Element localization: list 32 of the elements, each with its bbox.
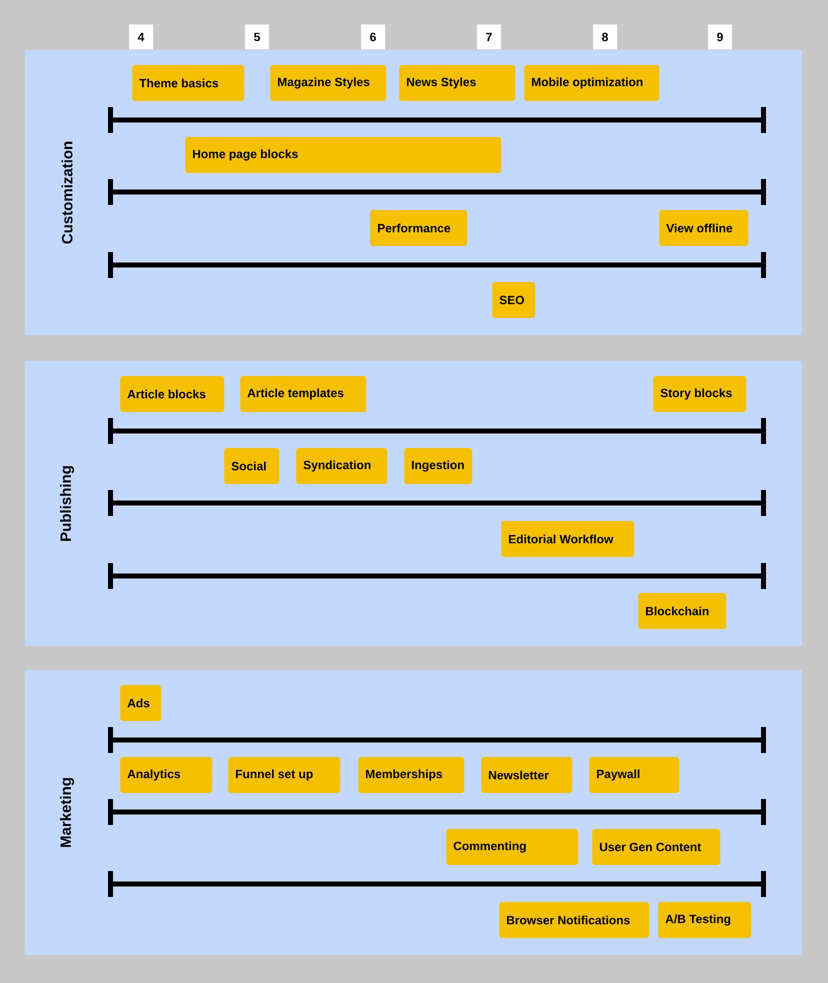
task-box: Editorial Workflow [501, 521, 634, 557]
task-box: Theme basics [132, 65, 244, 101]
column-header: 6 [361, 24, 385, 50]
column-header: 7 [477, 24, 501, 50]
task-box: Performance [370, 210, 468, 246]
task-box: User Gen Content [592, 829, 720, 865]
task-box: Ads [120, 685, 162, 721]
task-box: Article templates [240, 376, 366, 412]
task-box: Home page blocks [185, 137, 502, 173]
task-box: Story blocks [653, 376, 746, 412]
task-box: Commenting [446, 829, 578, 865]
task-box: News Styles [399, 65, 516, 101]
task-box: Newsletter [481, 757, 572, 793]
task-box: SEO [492, 282, 536, 318]
task-box: Article blocks [120, 376, 224, 412]
column-header: 8 [593, 24, 617, 50]
task-box: View offline [659, 210, 748, 246]
task-box: Funnel set up [228, 757, 340, 793]
task-box: Memberships [358, 757, 464, 793]
task-box: Blockchain [638, 593, 726, 629]
column-header: 4 [129, 24, 153, 50]
task-box: Magazine Styles [270, 65, 386, 101]
column-header: 5 [245, 24, 269, 50]
task-box: Paywall [589, 757, 680, 793]
task-box: Syndication [296, 448, 388, 484]
task-box: Analytics [120, 757, 212, 793]
task-box: Social [224, 448, 280, 484]
task-box: Ingestion [404, 448, 472, 484]
task-box: Browser Notifications [499, 902, 650, 938]
task-box: A/B Testing [658, 902, 752, 938]
column-header: 9 [708, 24, 732, 50]
task-box: Mobile optimization [524, 65, 660, 101]
